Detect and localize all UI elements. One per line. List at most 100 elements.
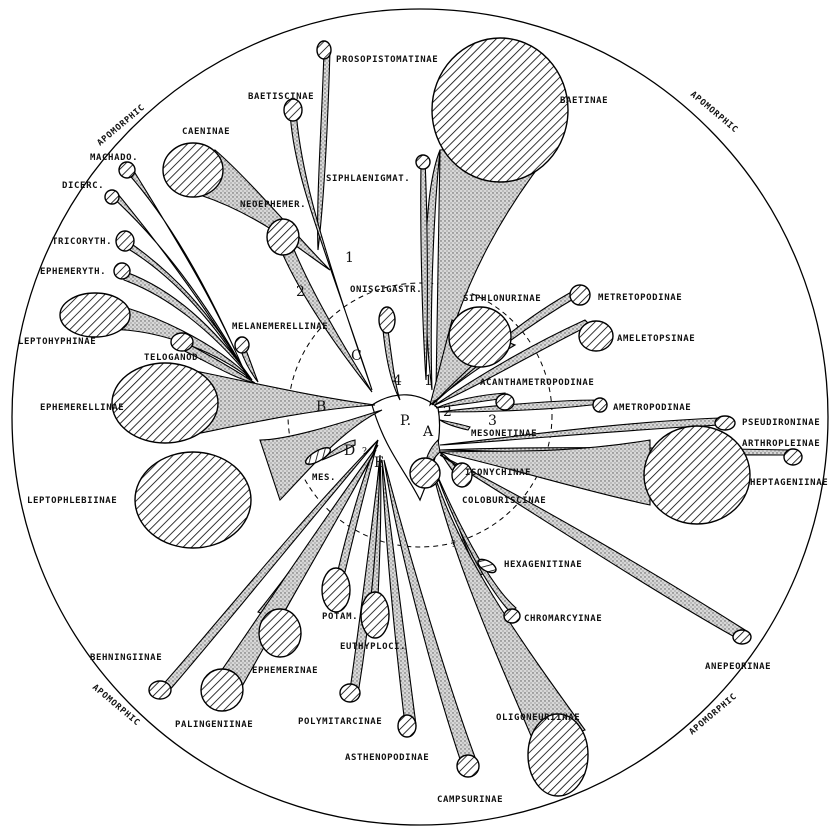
label-baetiscinae: BAETISCINAE [248, 92, 314, 102]
blob-melanemerellinae [235, 337, 249, 353]
node-1-right: 1 [424, 373, 433, 389]
apomorphic-label-top-right: APOMORPHIC [688, 90, 740, 136]
stem-mesonetinae [440, 420, 470, 430]
blob-baetinae [432, 38, 568, 182]
blob-caeninae [163, 143, 223, 197]
blob-ephemerellinae [112, 363, 218, 443]
blob-ametropodinae [593, 398, 607, 412]
blob-leptohyphinae [60, 293, 130, 337]
label-caeninae: CAENINAE [182, 127, 230, 137]
blob-potam [322, 568, 350, 612]
label-ephemerellinae: EPHEMERELLINAE [40, 403, 124, 413]
label-ephemeryth: EPHEMERYTH. [40, 267, 106, 277]
blob-metretopodinae [570, 285, 590, 305]
label-prosopistomatinae: PROSOPISTOMATINAE [336, 55, 438, 65]
label-pseudironinae: PSEUDIRONINAE [742, 418, 820, 428]
blob-oligoneuriinae [528, 714, 588, 796]
blob-siphlonurinae [449, 307, 511, 367]
label-palingeniinae: PALINGENIINAE [175, 720, 253, 730]
blob-ephemeryth [114, 263, 130, 279]
label-potam: POTAM. [322, 612, 358, 622]
stem-prosopistomatinae [318, 50, 330, 250]
blob-machado [119, 162, 135, 178]
label-campsurinae: CAMPSURINAE [437, 795, 503, 805]
label-machado: MACHADO. [90, 153, 138, 163]
node-2-right: 2 [443, 404, 452, 420]
blob-oniscigastr [379, 307, 395, 333]
label-dicerc: DICERC. [62, 181, 104, 191]
label-euthyploci: EUTHYPLOCI. [340, 642, 406, 652]
stem-siphlaenigmat [421, 160, 428, 380]
node-2-left: 2 [296, 284, 305, 300]
label-oniscigastr: ONISCIGASTR. [350, 285, 422, 295]
blob-siphlaenigmat [416, 155, 430, 169]
question-mark-1: ? [433, 400, 438, 410]
blob-euthyploci [361, 592, 389, 638]
blob-pseudironinae [715, 416, 735, 430]
label-isonychinae: ISONYCHINAE [465, 468, 531, 478]
stem-asthenopodinae [382, 460, 416, 725]
label-siphlaenigmat: SIPHLAENIGMAT. [326, 174, 410, 184]
node-a: A [422, 424, 434, 440]
node-p: P. [400, 413, 411, 429]
label-ephemerinae: EPHEMERINAE [252, 666, 318, 676]
label-asthenopodinae: ASTHENOPODINAE [345, 753, 429, 763]
label-siphlonurinae: SIPHLONURINAE [463, 294, 541, 304]
label-arthropleinae: ARTHROPLEINAE [742, 439, 820, 449]
stem-oniscigastr [383, 330, 400, 400]
blob-neoephemer [267, 219, 299, 255]
label-tricoryth: TRICORYTH. [52, 237, 112, 247]
label-mes: MES. [312, 473, 336, 483]
blob-ameletopsinae [579, 321, 613, 351]
blob-prosopistomatinae [317, 41, 331, 59]
node-c: C [351, 348, 362, 364]
node-d: D [344, 443, 355, 459]
blob-leptophlebiinae [135, 452, 251, 548]
label-metretopodinae: METRETOPODINAE [598, 293, 682, 303]
blob-acanthametropodinae [496, 394, 514, 410]
label-acanthametropodinae: ACANTHAMETROPODINAE [480, 378, 594, 388]
node-e: E [374, 455, 384, 471]
blob-polymitarcinae [340, 684, 360, 702]
label-leptohyphinae: LEPTOHYPHINAE [18, 337, 96, 347]
node-3: 3 [488, 413, 497, 429]
label-heptageniinae: HEPTAGENIINAE [750, 478, 828, 488]
blob-dicerc [105, 190, 119, 204]
label-leptophlebiinae: LEPTOPHLEBIINAE [27, 496, 117, 506]
question-mark-2: ? [362, 447, 367, 457]
label-hexagenitinae: HEXAGENITINAE [504, 560, 582, 570]
label-behningiinae: BEHNINGIINAE [90, 653, 162, 663]
apomorphic-label-bottom-right: APOMORPHIC [688, 692, 740, 738]
node-1-top: 1 [345, 250, 354, 266]
blob-asthenopodinae [398, 715, 416, 737]
label-ameletopsinae: AMELETOPSINAE [617, 334, 695, 344]
stem-neoephemer [280, 240, 372, 392]
label-anepeorinae: ANEPEORINAE [705, 662, 771, 672]
label-melanemerellinae: MELANEMERELLINAE [232, 322, 328, 332]
label-mesonetinae: MESONETINAE [471, 429, 537, 439]
blob-arthropleinae [784, 449, 802, 465]
label-polymitarcinae: POLYMITARCINAE [298, 717, 382, 727]
blob-tricoryth [116, 231, 134, 251]
label-ametropodinae: AMETROPODINAE [613, 403, 691, 413]
blob-isonychinae [410, 458, 440, 488]
blob-campsurinae [457, 755, 479, 777]
apomorphic-label-top-left: APOMORPHIC [96, 103, 148, 149]
blob-behningiinae [149, 681, 171, 699]
blob-baetiscinae [284, 99, 302, 121]
blob-palingeniinae [201, 669, 243, 711]
blob-ephemerinae [259, 609, 301, 657]
label-neoephemer: NEOEPHEMER. [240, 200, 306, 210]
label-teloganod: TELOGANOD. [144, 353, 204, 363]
label-oligoneuriinae: OLIGONEURIINAE [496, 713, 580, 723]
label-baetinae: BAETINAE [560, 96, 608, 106]
question-mark-3: ? [451, 540, 456, 550]
label-coloburiscinae: COLOBURISCINAE [462, 496, 546, 506]
blob-teloganod [171, 333, 193, 351]
label-chromarcyinae: CHROMARCYINAE [524, 614, 602, 624]
node-b: B [316, 399, 326, 415]
blob-chromarcyinae [504, 609, 520, 623]
blob-heptageniinae [644, 426, 750, 524]
